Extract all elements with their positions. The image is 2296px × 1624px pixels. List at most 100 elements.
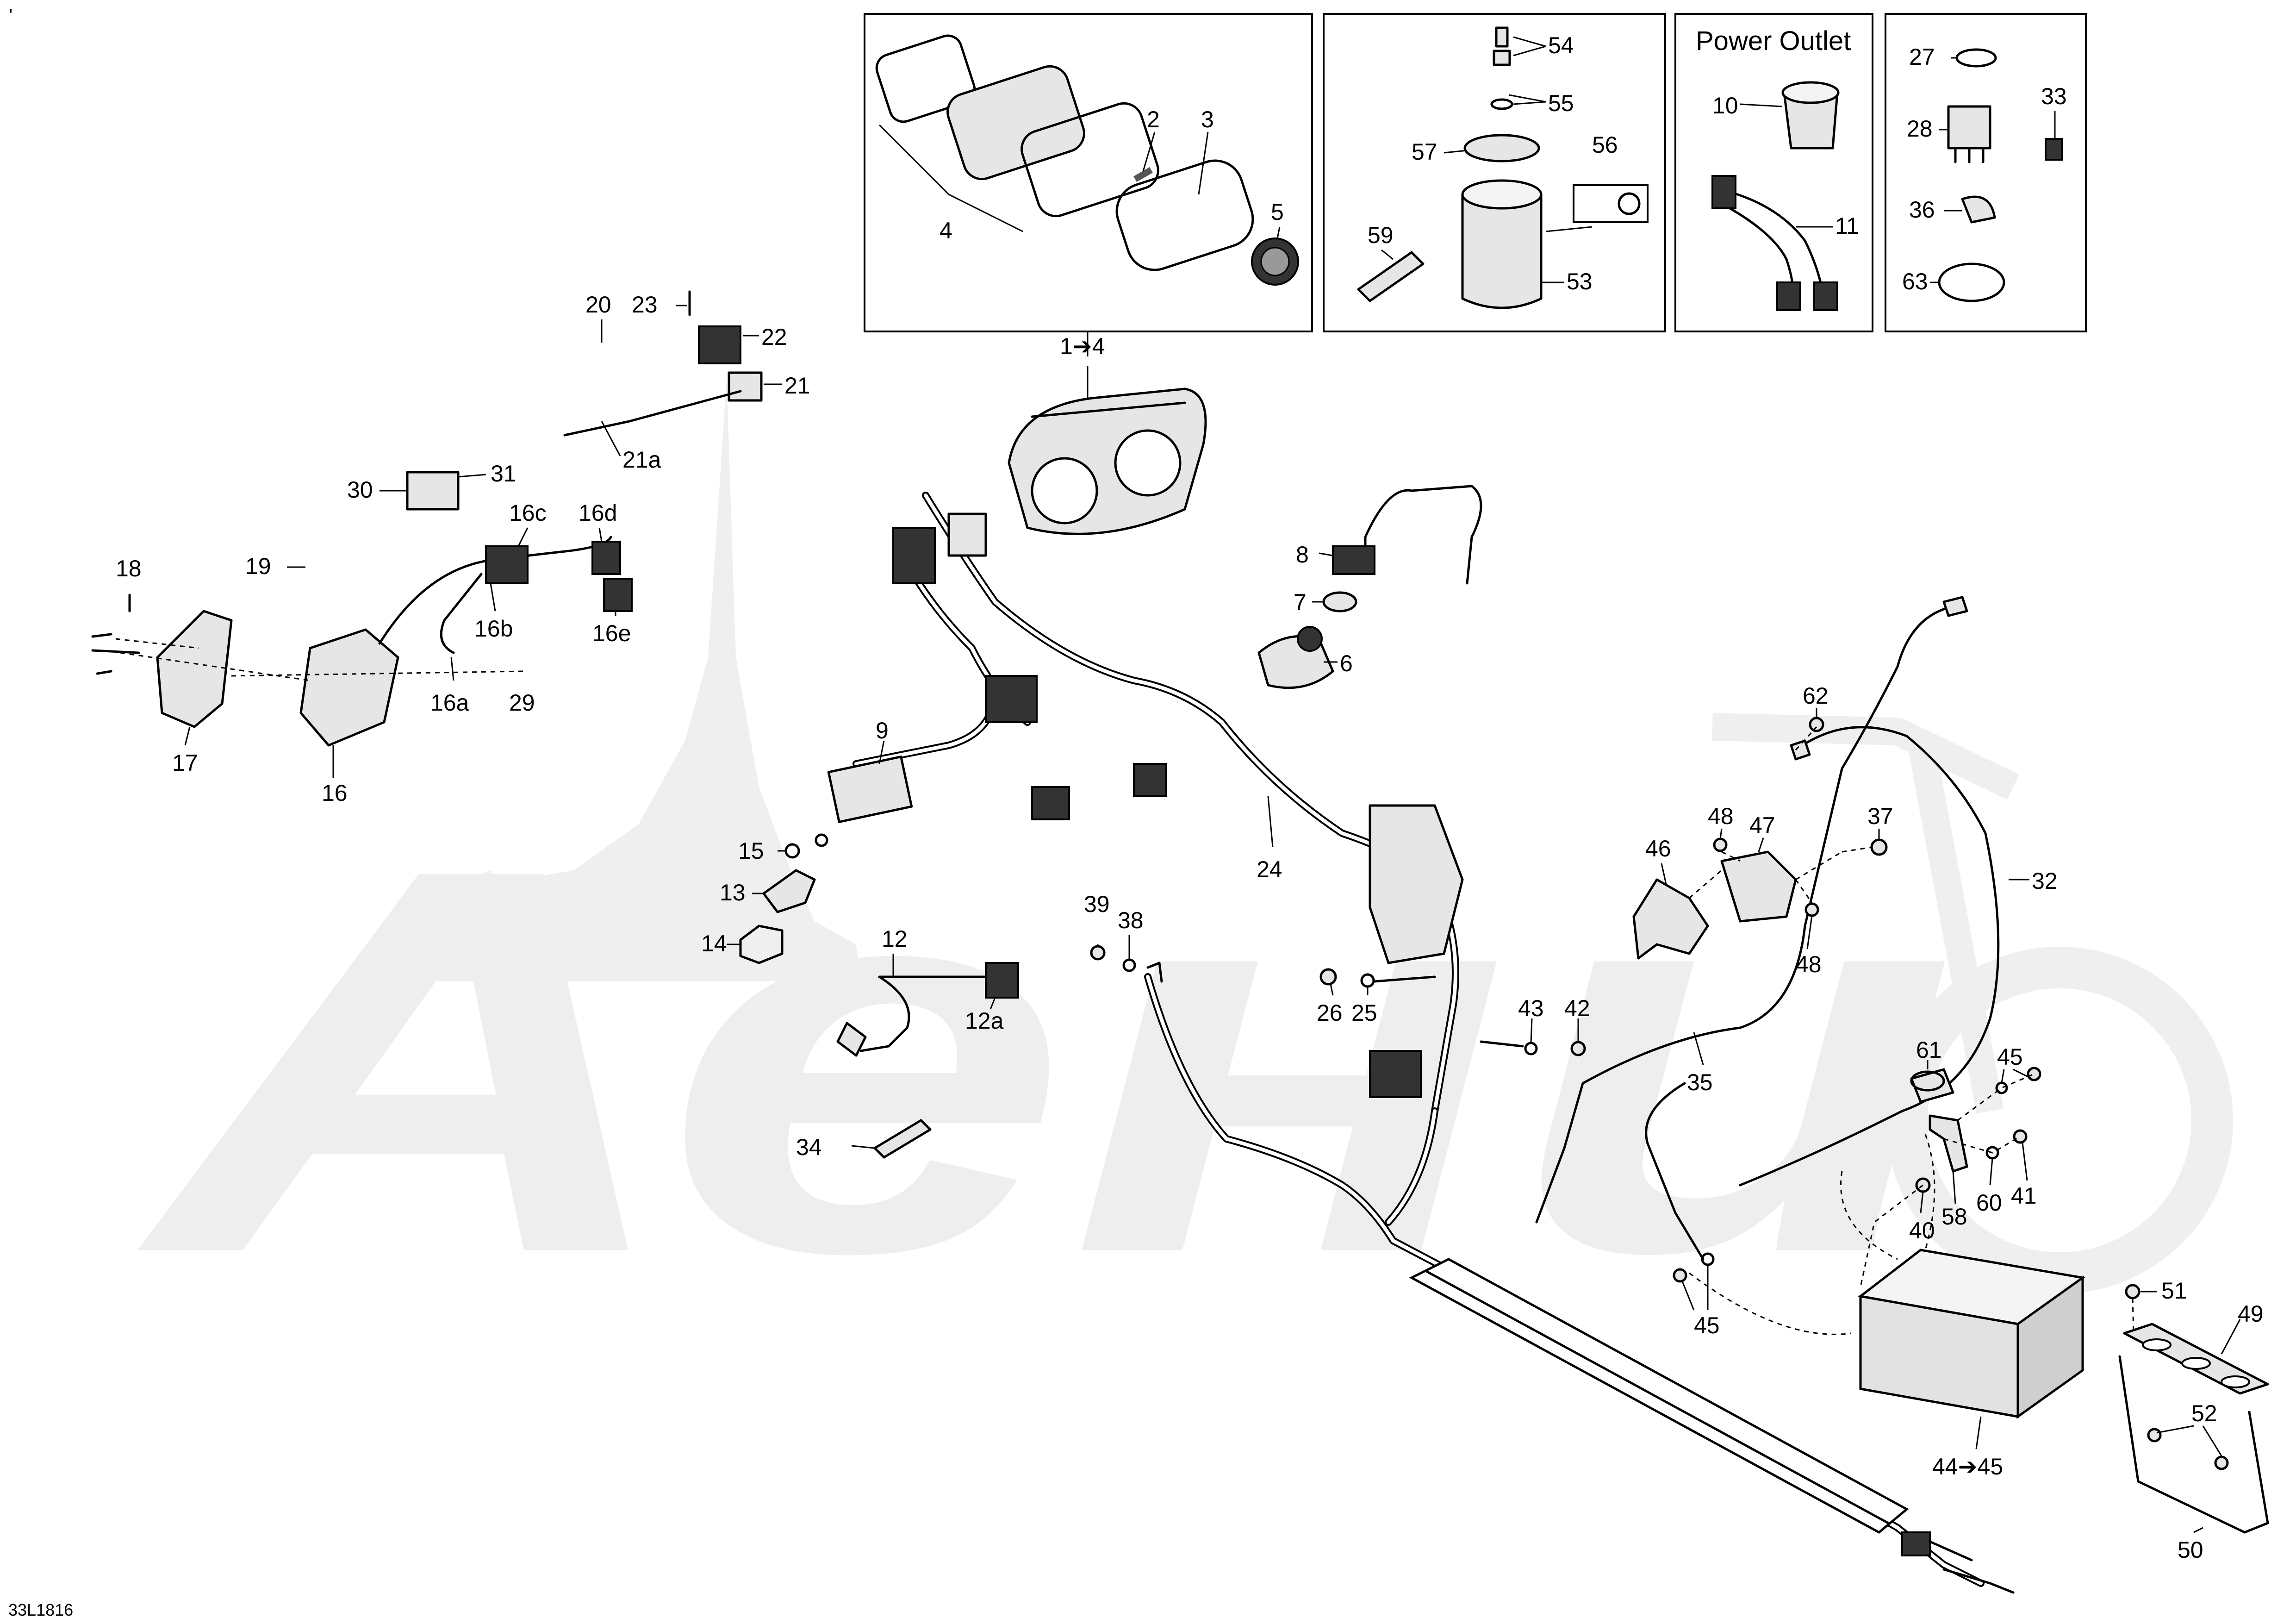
connector-mid3 (1133, 763, 1167, 797)
leader-59 (1381, 249, 1394, 260)
screw-2 (1133, 167, 1153, 182)
cable-35-terminal (1942, 596, 1968, 617)
callout-51: 51 (2161, 1278, 2187, 1304)
callout-50: 50 (2178, 1537, 2203, 1563)
panel-relays (1885, 13, 2087, 332)
callout-31: 31 (491, 461, 516, 487)
relay-28 (1947, 105, 1991, 150)
callout-54: 54 (1548, 32, 1574, 58)
bolt-51 (2125, 1284, 2140, 1299)
callout-26: 26 (1317, 1000, 1343, 1026)
watermark-spire (417, 380, 861, 981)
callout-59: 59 (1368, 222, 1394, 248)
callout-4: 4 (940, 218, 952, 244)
callout-17: 17 (172, 750, 198, 776)
connector-12a (985, 962, 1019, 999)
callout-62: 62 (1803, 683, 1829, 709)
connector-9 (827, 756, 913, 823)
handlebar-switch (91, 471, 633, 778)
battery-side (2016, 1275, 2084, 1419)
callout-20: 20 (585, 292, 611, 318)
cable-21a (563, 390, 742, 437)
callout-43: 43 (1518, 995, 1544, 1021)
relays-exploded (1930, 48, 2063, 302)
callout-11: 11 (1835, 213, 1859, 239)
callout-48-bottom: 48 (1796, 951, 1822, 977)
callout-60: 60 (1976, 1190, 2002, 1216)
callout-38: 38 (1118, 907, 1144, 933)
cable-32 (1739, 726, 2000, 1187)
washer-55 (1490, 98, 1513, 110)
bracket-38 (1146, 962, 1163, 983)
cable-43 (1480, 1040, 1524, 1048)
leader-3 (1198, 131, 1209, 195)
callout-16c: 16c (509, 500, 547, 526)
canister-53-top (1461, 179, 1543, 210)
callout-29: 29 (509, 690, 535, 716)
callout-48-top: 48 (1708, 803, 1734, 829)
callout-33: 33 (2041, 83, 2067, 109)
cap-57 (1463, 134, 1540, 162)
nut-7 (1322, 591, 1357, 612)
callout-5: 5 (1271, 199, 1284, 225)
bracket-46 (1632, 878, 1709, 960)
leader-16a (450, 657, 454, 681)
nut-48a (1713, 837, 1728, 852)
callout-28: 28 (1907, 116, 1933, 142)
callout-13: 13 (720, 880, 746, 906)
bolt-26 (1319, 968, 1337, 986)
corner-mark: ' (9, 6, 12, 25)
dash-switch (115, 638, 523, 681)
battery-cables (1535, 596, 2029, 1261)
callout-45-top: 45 (1997, 1044, 2023, 1070)
panel-gauge-cluster (864, 13, 1313, 332)
callout-21: 21 (784, 373, 810, 399)
outlet-10-top (1781, 81, 1840, 104)
bolt-54 (1495, 26, 1509, 48)
nut-37 (1870, 838, 1888, 856)
callout-25: 25 (1351, 1000, 1377, 1026)
gasket-14 (739, 924, 784, 964)
end-connector (1901, 1531, 1931, 1556)
nut-48b (1804, 902, 1819, 917)
panel-filter (1323, 13, 1666, 332)
watermark-motorcycle (1712, 713, 2019, 1114)
nut-62 (1809, 717, 1824, 732)
relay-28-pins (1954, 147, 1985, 163)
callout-32: 32 (2032, 868, 2058, 894)
callout-49: 49 (2238, 1301, 2264, 1327)
connector-11a (1711, 175, 1736, 209)
callout-53: 53 (1567, 269, 1593, 294)
solenoid-47 (1720, 850, 1797, 923)
sleeve-stripes (1424, 1269, 1890, 1524)
bolt-54b (1493, 50, 1511, 66)
callout-1-4: 1➔4 (1060, 333, 1105, 359)
switch-housing-16 (299, 628, 399, 747)
callout-27: 27 (1909, 44, 1935, 70)
strap-63 (1938, 262, 2005, 302)
callout-34: 34 (796, 1134, 822, 1160)
filter-exploded (1357, 26, 1649, 309)
panel-title-power-outlet: Power Outlet (1696, 26, 1851, 56)
terminal-34 (873, 1119, 932, 1159)
connector-mid2 (1031, 786, 1070, 820)
callout-21a: 21a (622, 447, 661, 473)
callout-12: 12 (882, 926, 908, 952)
callout-22: 22 (761, 324, 787, 350)
sensor-13 (727, 833, 828, 964)
gauge-cluster-exploded (875, 34, 1299, 286)
sensor-cable-12 (859, 975, 910, 1052)
cable-ground (1645, 1082, 1705, 1261)
cluster-backplate (1115, 159, 1254, 271)
leader-56 (1545, 226, 1593, 232)
watermark: Аени (130, 380, 2233, 1366)
callout-57: 57 (1412, 139, 1437, 165)
main-harness (827, 492, 1985, 1587)
leader-10 (1740, 103, 1782, 107)
leader-24 (1267, 796, 1274, 848)
leader-16c (517, 527, 529, 547)
connector-11c (1813, 281, 1838, 311)
boot-61-top (1910, 1070, 1945, 1092)
diagram-code: 33L1816 (8, 1600, 73, 1619)
